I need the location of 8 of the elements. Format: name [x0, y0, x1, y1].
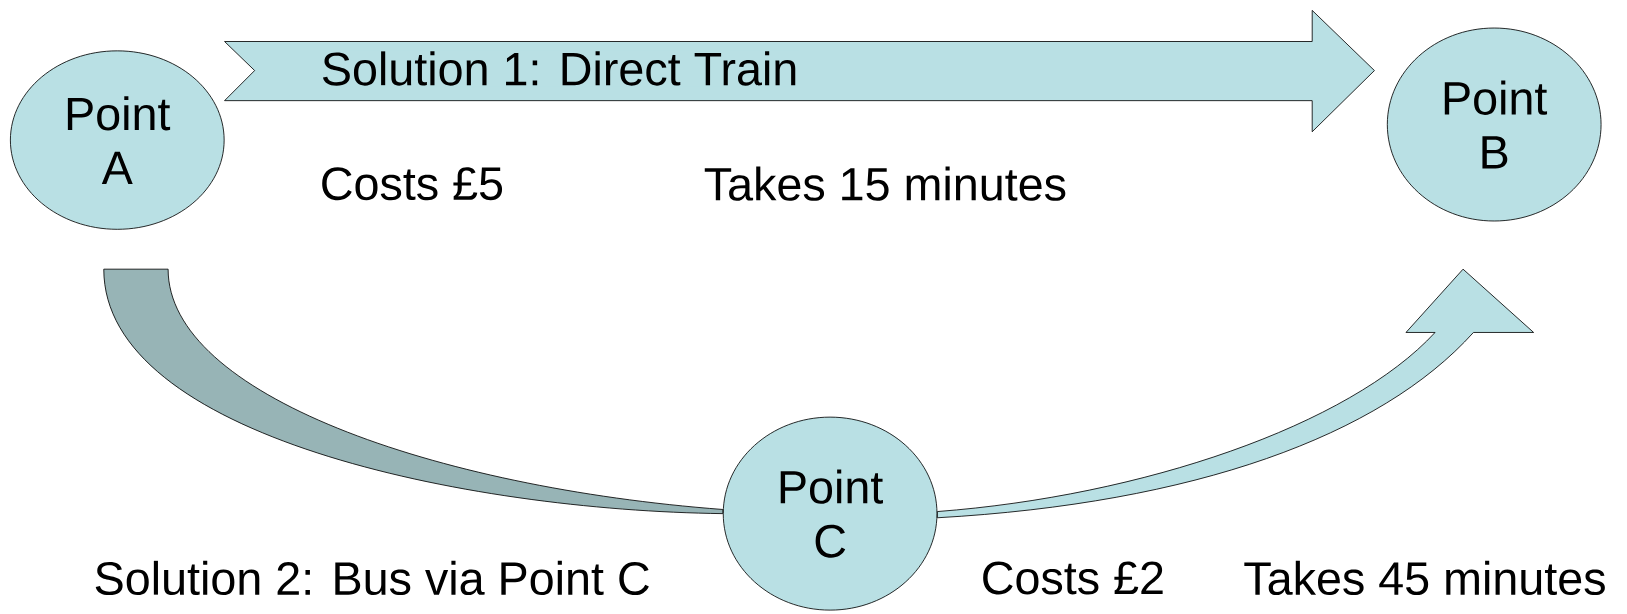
text-label: Takes 45 minutes [1244, 560, 1605, 595]
edge-label: Solution 1: Direct Train [319, 50, 800, 87]
text-label: Solution 2: Bus via Point C [95, 560, 649, 595]
curved-band [103, 268, 724, 514]
text-label: Costs £2 [983, 561, 1163, 595]
block-arrow [937, 268, 1535, 519]
text-label: Costs £5 [322, 167, 503, 201]
text-label: Takes 15 minutes [704, 166, 1066, 201]
